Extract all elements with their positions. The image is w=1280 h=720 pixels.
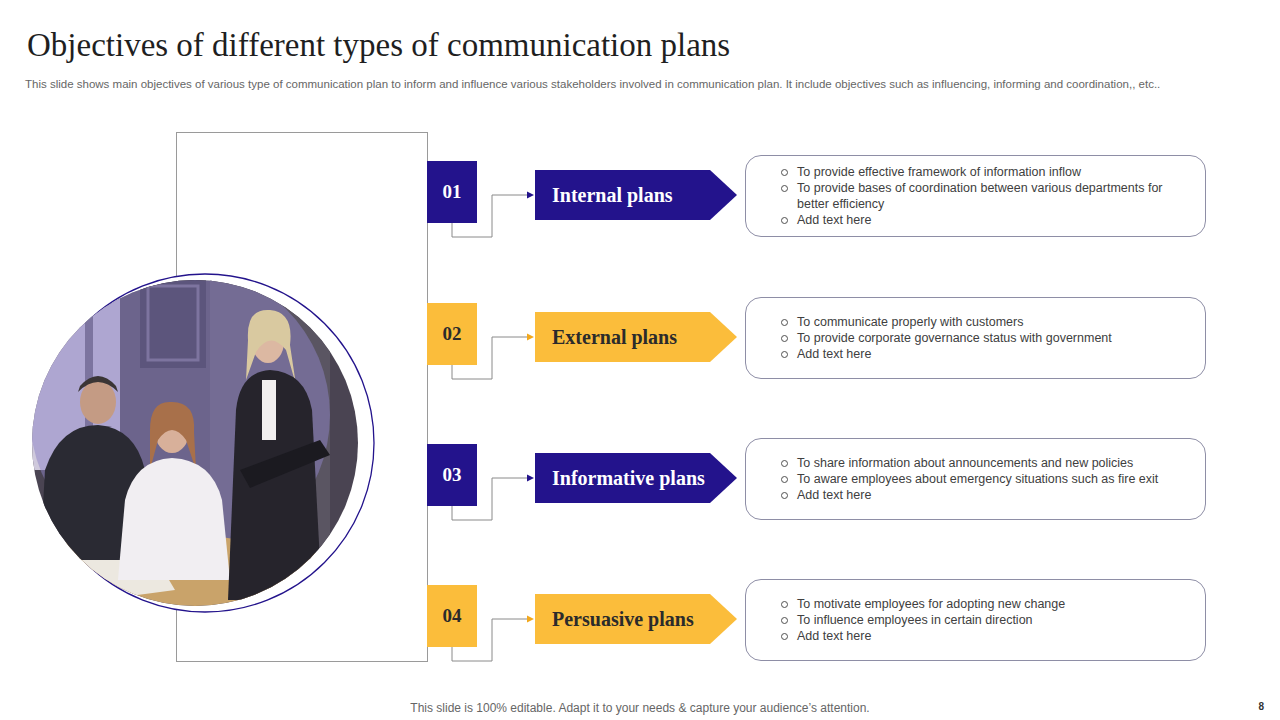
arrow-head: [527, 334, 534, 341]
arrow-band-fill: [535, 170, 737, 220]
callout-number: 03: [443, 464, 462, 486]
bullet-mark: [781, 460, 788, 467]
plan-name: Persuasive plans: [552, 608, 694, 631]
meeting-photo: [20, 265, 380, 630]
objective-text: To provide effective framework of inform…: [797, 165, 1081, 179]
arrow-band-fill: [535, 594, 737, 644]
plan-name: Informative plans: [552, 467, 705, 490]
arrow-band-fill: [535, 453, 737, 503]
objective-box: To share information about announcements…: [745, 438, 1206, 520]
objective-text: To provide corporate governance status w…: [797, 331, 1112, 345]
arrow-band-fill: [535, 312, 737, 362]
number-box: 01: [427, 161, 477, 223]
bullet-mark: [781, 185, 788, 192]
bullet-mark: [781, 351, 788, 358]
number-box: 02: [427, 303, 477, 365]
objective-text: Add text here: [797, 213, 871, 227]
bullet-text: To provide bases of coordination between…: [797, 180, 1185, 212]
callout-number: 04: [443, 605, 462, 627]
objective-box: To motivate employees for adopting new c…: [745, 579, 1206, 661]
slide-title: Objectives of different types of communi…: [27, 27, 730, 64]
bullet-mark: [781, 335, 788, 342]
bullet-text: To communicate properly with customers: [797, 314, 1185, 330]
subtitle: This slide shows main objectives of vari…: [25, 77, 1260, 91]
bullet-mark: [781, 217, 788, 224]
plan-name: External plans: [552, 326, 677, 349]
page-number: 8: [1230, 701, 1264, 712]
bullet-text: To provide corporate governance status w…: [797, 330, 1185, 346]
bullet-mark: [781, 169, 788, 176]
objective-box: To communicate properly with customersTo…: [745, 297, 1206, 379]
objective-text: Add text here: [797, 629, 871, 643]
objective-text: To influence employees in certain direct…: [797, 613, 1033, 627]
bullet-text: Add text here: [797, 487, 1185, 503]
bullet-text: To influence employees in certain direct…: [797, 612, 1185, 628]
callout-number: 02: [443, 323, 462, 345]
bullet-mark: [781, 601, 788, 608]
footer-note: This slide is 100% editable. Adapt it to…: [0, 701, 1280, 715]
bullet-text: Add text here: [797, 346, 1185, 362]
objective-text: To provide bases of coordination between…: [797, 181, 1163, 211]
plan-name: Internal plans: [552, 184, 673, 207]
bullet-text: To motivate employees for adopting new c…: [797, 596, 1185, 612]
objective-text: To aware employees about emergency situa…: [797, 472, 1158, 486]
bullet-mark: [781, 633, 788, 640]
bullet-text: To share information about announcements…: [797, 455, 1185, 471]
objective-text: Add text here: [797, 488, 871, 502]
objective-text: To motivate employees for adopting new c…: [797, 597, 1065, 611]
objective-box: To provide effective framework of inform…: [745, 155, 1206, 237]
number-box: 04: [427, 585, 477, 647]
objective-text: To communicate properly with customers: [797, 315, 1023, 329]
arrow-head: [527, 616, 534, 623]
bullet-text: To aware employees about emergency situa…: [797, 471, 1185, 487]
bullet-mark: [781, 476, 788, 483]
objective-text: To share information about announcements…: [797, 456, 1133, 470]
bullet-mark: [781, 492, 788, 499]
bullet-text: Add text here: [797, 628, 1185, 644]
arrow-head: [527, 475, 534, 482]
number-box: 03: [427, 444, 477, 506]
bullet-mark: [781, 319, 788, 326]
arrow-head: [527, 192, 534, 199]
bullet-text: Add text here: [797, 212, 1185, 228]
objective-text: Add text here: [797, 347, 871, 361]
arrow-band: Informative plans: [535, 453, 737, 503]
callout-number: 01: [443, 181, 462, 203]
arrow-band: Internal plans: [535, 170, 737, 220]
arrow-band: Persuasive plans: [535, 594, 737, 644]
arrow-band: External plans: [535, 312, 737, 362]
bullet-text: To provide effective framework of inform…: [797, 164, 1185, 180]
bullet-mark: [781, 617, 788, 624]
